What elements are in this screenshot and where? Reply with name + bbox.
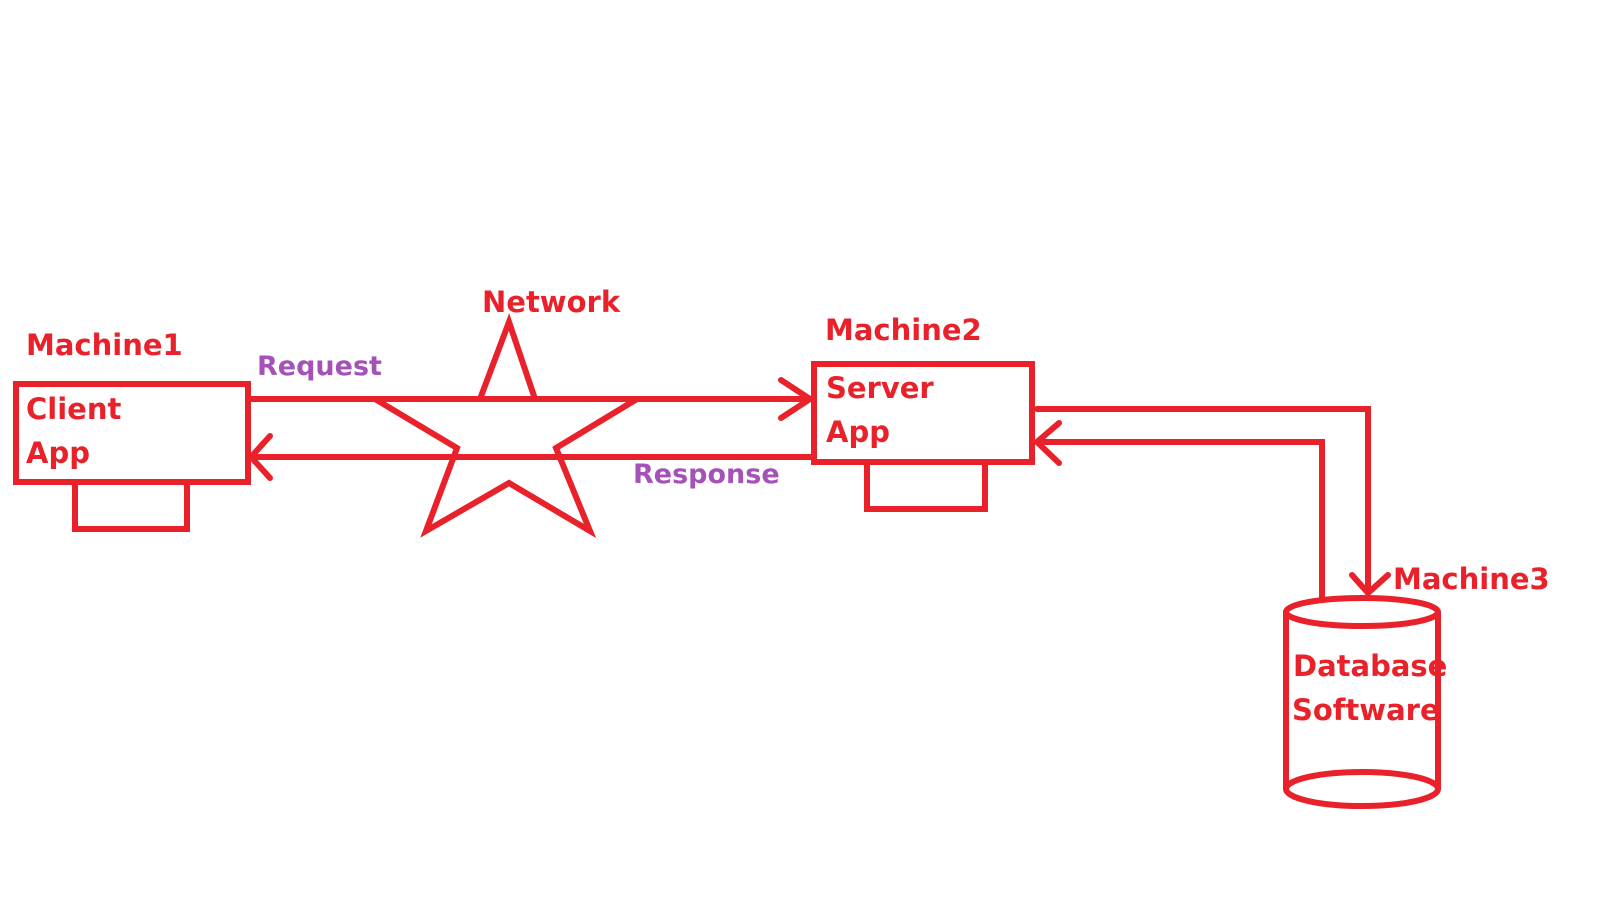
database-software-label-line2: Software: [1292, 693, 1440, 727]
response-arrowhead: [246, 433, 273, 481]
database-software-label-line1: Database: [1293, 649, 1448, 683]
client-app-label-line2: App: [26, 436, 90, 470]
request-arrowhead: [778, 377, 816, 421]
server-to-database-arrowhead: [1349, 572, 1391, 598]
client-base: [72, 479, 190, 532]
network-label: Network: [482, 285, 621, 319]
server-app-label-line2: App: [826, 415, 890, 449]
network-star-icon: [364, 313, 648, 539]
database-to-server-arrowhead: [1032, 420, 1062, 466]
database-to-server-line: [1034, 439, 1325, 600]
response-label: Response: [633, 459, 780, 490]
server-app-label-line1: Server: [826, 371, 934, 405]
machine1-label: Machine1: [26, 328, 183, 362]
machine2-label: Machine2: [825, 313, 982, 347]
database-cylinder-bottom: [1283, 769, 1441, 809]
server-to-database-line: [1034, 406, 1371, 596]
server-base: [864, 459, 988, 512]
machine3-label: Machine3: [1393, 562, 1550, 596]
database-cylinder-top: [1283, 595, 1441, 629]
client-app-label-line1: Client: [26, 392, 122, 426]
request-label: Request: [257, 351, 382, 382]
